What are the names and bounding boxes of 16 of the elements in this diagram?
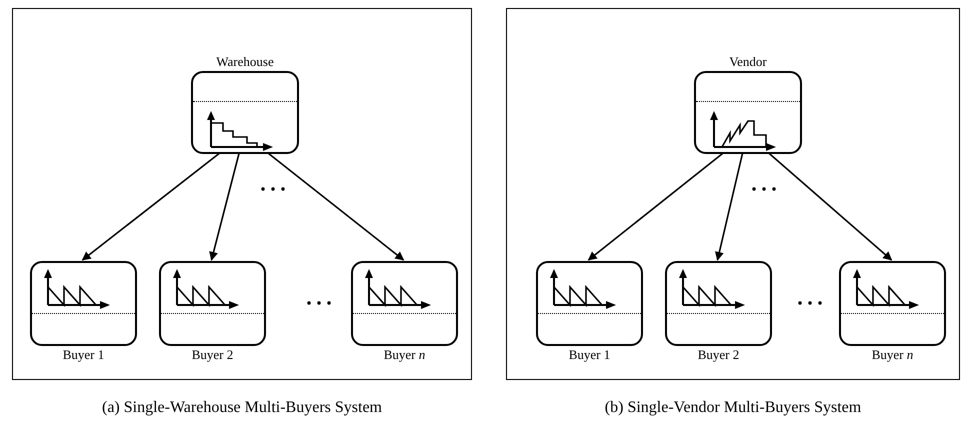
figure-caption: (a) Single-Warehouse Multi-Buyers System [101,399,383,417]
arrow [768,152,892,261]
node-label: Buyer 1 [62,347,106,363]
node-label: Vendor [728,54,768,70]
node-label: Buyer 2 [190,347,234,363]
arrow [714,152,744,261]
node-label: Buyer 2 [696,347,740,363]
figure-caption: (b) Single-Vendor Multi-Buyers System [604,399,862,417]
arrow [267,152,404,261]
node-label: Buyer n [382,347,426,363]
node-label: Buyer n [870,347,914,363]
arrow [209,152,240,261]
arrow [82,152,220,261]
node-label: Warehouse [215,54,275,70]
arrow [588,152,724,261]
node-label: Buyer 1 [568,347,612,363]
